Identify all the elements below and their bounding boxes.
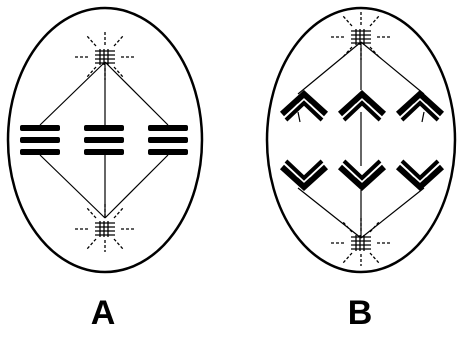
cell-b-spindle-fibers — [298, 42, 424, 238]
cell-a-chromosome-left — [20, 125, 60, 155]
cell-a-label: A — [73, 296, 133, 330]
cell-b-upper-chromatid-left — [282, 94, 326, 120]
cell-a-chromosome-center — [84, 125, 124, 155]
cell-b-label: B — [330, 296, 390, 330]
cell-a — [8, 8, 202, 272]
cell-b-lower-chromatid-right — [398, 161, 442, 187]
cell-b — [267, 8, 455, 272]
cell-b-lower-chromatid-center — [340, 161, 384, 187]
cell-a-chromosome-right — [148, 125, 188, 155]
cell-b-upper-chromatid-center — [340, 94, 384, 120]
cell-a-bottom-centrosome-icon — [75, 204, 135, 252]
cell-b-bottom-centrosome-icon — [331, 218, 391, 266]
cell-b-lower-chromatid-left — [282, 161, 326, 187]
cell-b-upper-chromatid-right — [398, 94, 442, 120]
